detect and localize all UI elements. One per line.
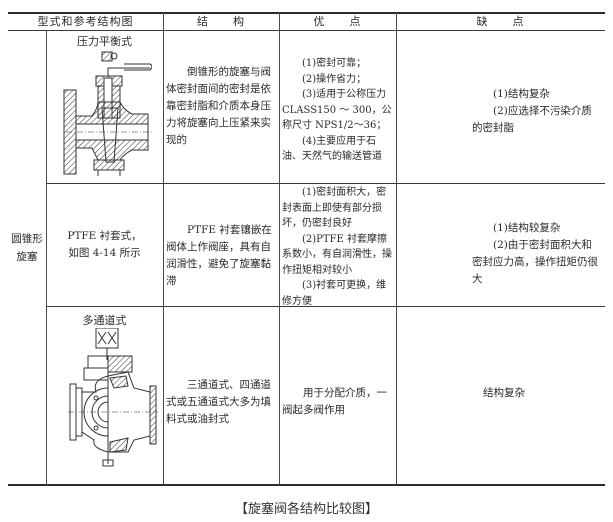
row1-bottom-border: [46, 183, 605, 184]
row3-type-title: 多通道式: [82, 314, 127, 327]
row1-disadvantages: (1)结构复杂 (2)应选择不污染介质的密封脂: [472, 86, 600, 137]
row2-bottom-border: [46, 306, 605, 307]
pressure-balanced-plug-valve-drawing-icon: [63, 51, 152, 176]
row1-advantages: (1)密封可靠； (2)操作省力； (3)适用于公称压力 CLASS150 ～ …: [282, 56, 394, 165]
group-label: 圆锥形 旋塞: [8, 230, 46, 266]
header-structure: 结 构: [197, 15, 245, 28]
row3-structure: 三通道式、四通道式或五通道式大多为填料式或油封式: [166, 377, 277, 428]
row1-disadvantage-2: (2)应选择不污染介质的密封脂: [472, 105, 592, 134]
type-structure-divider: [163, 12, 164, 485]
row2-advantage-2: (2)PTFE 衬套摩擦系数小，有自润滑性，操作扭矩相对较小: [282, 233, 392, 276]
row2-type-line2: 如图 4-14 所示: [68, 247, 141, 259]
row3-disadvantage-1: 结构复杂: [483, 387, 525, 399]
header-type: 型式和参考结构图: [37, 15, 134, 28]
header-advantages: 优 点: [313, 15, 362, 28]
row1-advantage-1: (1)密封可靠；: [302, 58, 367, 69]
row1-advantage-3: (3)适用于公称压力 CLASS150 ～ 300，公称尺寸 NPS1/2～36…: [282, 89, 392, 131]
group-label-line1: 圆锥形: [11, 233, 43, 245]
table-bottom-border: [8, 484, 605, 486]
table-top-border: [8, 12, 605, 14]
advantages-disadvantages-divider: [396, 12, 397, 485]
row1-advantage-4: (4)主要应用于石油、天然气的输送管道: [282, 135, 382, 163]
row2-disadvantage-1: (1)结构较复杂: [493, 222, 561, 234]
row1-disadvantage-1: (1)结构复杂: [493, 88, 550, 100]
row3-advantages: 用于分配介质，一阀起多阀作用: [282, 385, 394, 419]
structure-advantages-divider: [279, 12, 280, 485]
row1-type-title: 压力平衡式: [77, 35, 132, 48]
row2-advantage-3: (3)衬套可更换，维修方便: [282, 280, 387, 307]
row1-structure: 倒锥形的旋塞与阀体密封面间的密封是依靠密封脂和介质本身压力将旋塞向上压紧来实现的: [166, 64, 277, 149]
row2-structure-text: PTFE 衬套镶嵌在阀体上作阀座，具有自润滑性，避免了旋塞黏滞: [166, 224, 272, 287]
row1-advantage-2: (2)操作省力；: [302, 73, 367, 85]
row3-structure-text: 三通道式、四通道式或五通道式大多为填料式或油封式: [166, 379, 271, 425]
row3-disadvantages: 结构复杂: [483, 385, 601, 402]
header-disadvantages: 缺 点: [476, 15, 525, 28]
row1-structure-text: 倒锥形的旋塞与阀体密封面间的密封是依靠密封脂和介质本身压力将旋塞向上压紧来实现的: [166, 66, 271, 146]
group-column-divider: [46, 30, 47, 485]
row2-disadvantages: (1)结构较复杂 (2)由于密封面积大和密封应力高，操作扭矩仍很大: [472, 220, 600, 288]
multi-port-plug-valve-drawing-icon: [68, 328, 158, 467]
row2-disadvantage-2: (2)由于密封面积大和密封应力高，操作扭矩仍很大: [472, 239, 598, 285]
header-bottom-border: [8, 30, 605, 31]
row2-type-line1: PTFE 衬套式，: [67, 230, 142, 242]
figure-caption: 【旋塞阀各结构比较图】: [234, 502, 378, 517]
row3-advantage-1: 用于分配介质，一阀起多阀作用: [282, 387, 387, 416]
row2-advantage-1: (1)密封面积大，密封表面上即使有部分损坏，仍密封良好: [282, 187, 387, 229]
row2-type: PTFE 衬套式， 如图 4-14 所示: [46, 228, 163, 262]
row2-structure: PTFE 衬套镶嵌在阀体上作阀座，具有自润滑性，避免了旋塞黏滞: [166, 222, 277, 290]
row2-advantages: (1)密封面积大，密封表面上即使有部分损坏，仍密封良好 (2)PTFE 衬套摩擦…: [282, 185, 394, 309]
group-label-line2: 旋塞: [16, 251, 38, 263]
